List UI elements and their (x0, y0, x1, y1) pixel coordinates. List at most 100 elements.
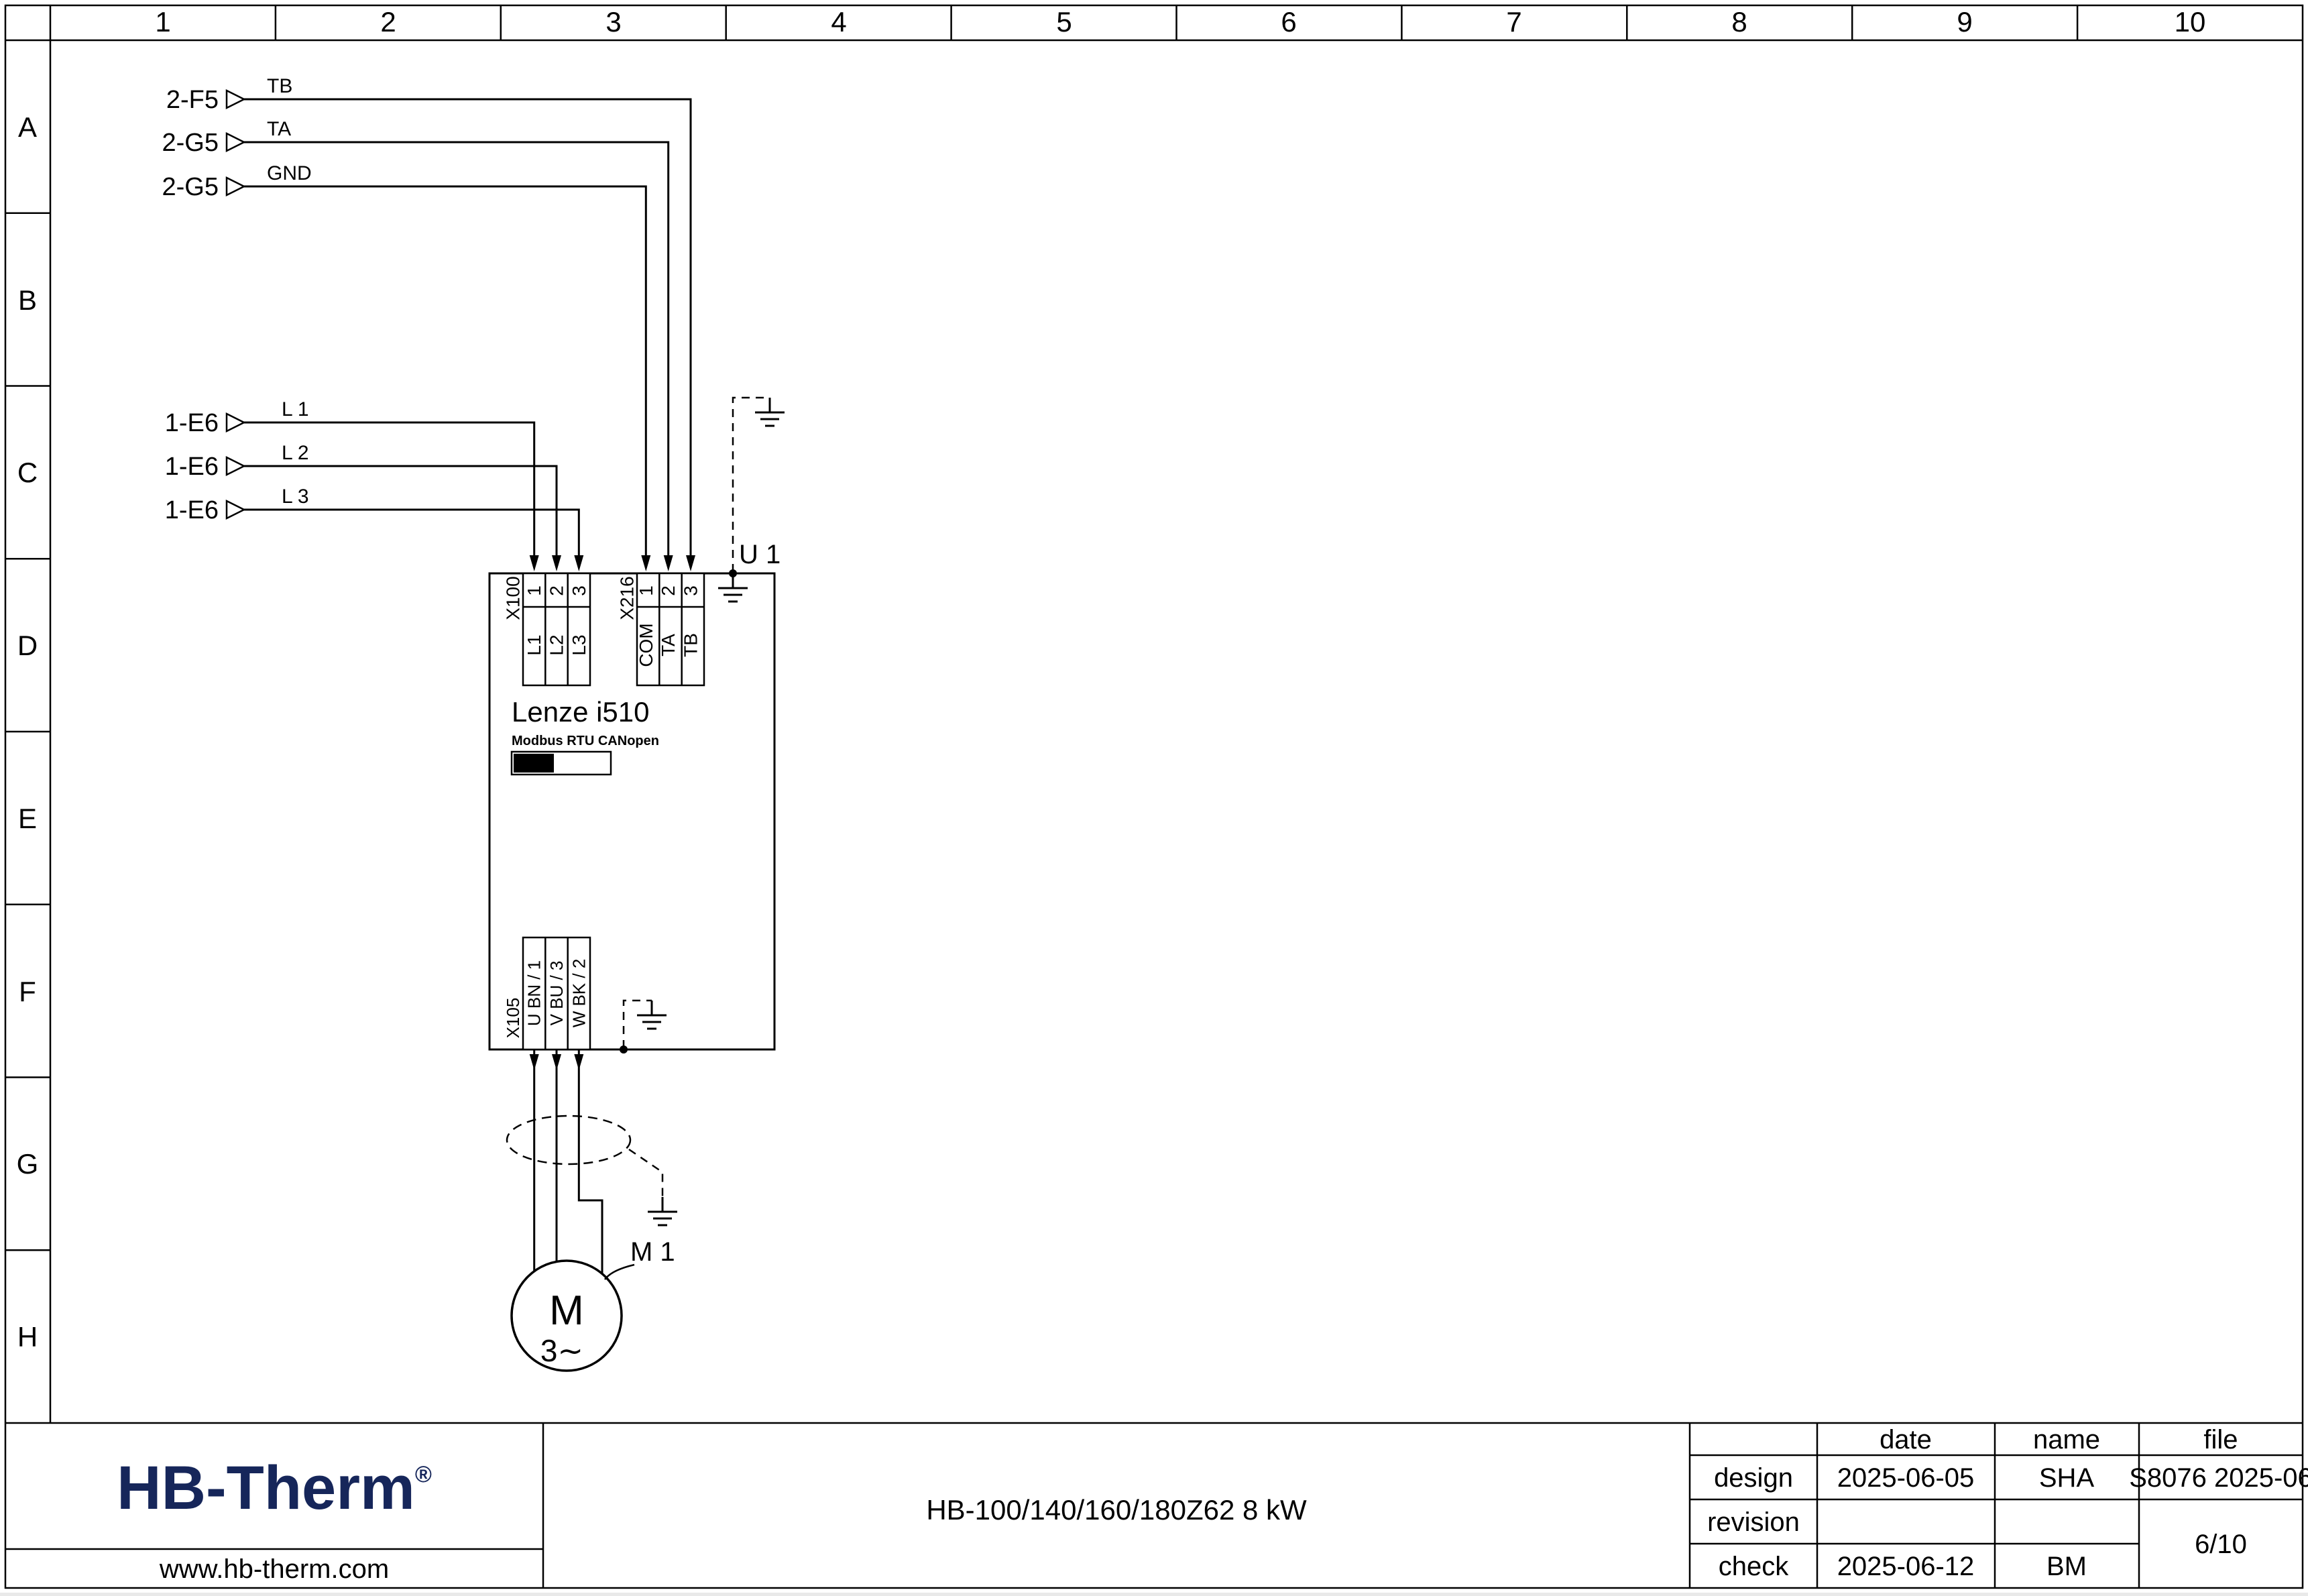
wire-arrowhead (574, 555, 584, 571)
terminal-pin: 2 (658, 585, 679, 596)
signal-name-label: L 1 (282, 398, 309, 420)
title-block: HB-Therm® www.hb-therm.com HB-100/140/16… (5, 1423, 2308, 1588)
signal-name-label: TA (267, 118, 291, 140)
design-file: S8076 2025-06 (2129, 1463, 2308, 1493)
terminal-label: COM (636, 623, 656, 667)
terminal-label: L3 (569, 634, 589, 655)
column-label: 4 (831, 6, 846, 38)
signal-input-l2: 1-E6 L 2 (165, 442, 561, 571)
wire-tb (244, 98, 692, 557)
motor-cable-arrowheads (529, 1054, 584, 1070)
company-logo: HB-Therm® (117, 1454, 432, 1522)
wire-gnd (244, 185, 647, 557)
table-header-date: date (1880, 1425, 1932, 1455)
signal-flag-icon (225, 455, 246, 477)
check-name: BM (2046, 1552, 2087, 1581)
motor-designator: M 1 (630, 1237, 675, 1267)
drawing-frame (4, 4, 2304, 1589)
terminal-pin: 3 (681, 585, 701, 596)
cable-shield (506, 1115, 679, 1227)
wire-l3 (244, 508, 580, 557)
row-ruler: A B C D E F G H (17, 111, 39, 1353)
drive-protocol-label: Modbus RTU CANopen (512, 734, 659, 748)
signal-input-gnd: 2-G5 GND (162, 162, 651, 571)
design-label: design (1714, 1463, 1793, 1493)
terminal-label: TA (658, 634, 679, 657)
wire-arrowhead (686, 555, 695, 571)
earth-ground-icon (646, 1196, 679, 1227)
terminal-block-x216: X216 1 2 3 COM TA TB (617, 572, 705, 687)
wire-arrowhead (552, 555, 561, 571)
row-label: E (18, 803, 37, 834)
terminal-label: TB (681, 633, 701, 657)
signal-flag-icon (225, 176, 246, 197)
wire-l1 (244, 421, 536, 557)
terminal-pin: 3 (569, 585, 589, 596)
wire-l2 (244, 465, 558, 557)
signal-name-label: GND (267, 162, 312, 184)
company-name: HB-Therm (117, 1454, 415, 1522)
terminal-name: X100 (503, 576, 524, 620)
wire-arrowhead (641, 555, 651, 571)
terminal-label: L1 (524, 634, 544, 655)
table-header-file: file (2203, 1425, 2238, 1455)
signal-flag-icon (225, 131, 246, 153)
signal-flag-icon (225, 89, 246, 110)
table-header-name: name (2033, 1425, 2100, 1455)
revision-label: revision (1707, 1507, 1800, 1537)
column-label: 5 (1056, 6, 1072, 38)
terminal-pin: 2 (546, 585, 567, 596)
wire-arrowhead (574, 1054, 584, 1070)
signal-inputs-top: 2-F5 TB 2-G5 TA 2-G5 GND (162, 75, 695, 571)
motor-cable (533, 1049, 603, 1274)
junction-dot (620, 1045, 628, 1053)
motor-letter: M (549, 1288, 584, 1334)
wire-arrowhead (663, 555, 673, 571)
row-label: D (17, 630, 38, 661)
shield-ground-top (717, 396, 786, 603)
wire-arrowhead (529, 1054, 539, 1070)
signal-inputs-power: 1-E6 L 1 1-E6 L 2 1-E6 L 3 (165, 398, 584, 571)
check-date: 2025-06-12 (1837, 1552, 1975, 1581)
row-label: C (17, 457, 38, 488)
design-date: 2025-06-05 (1837, 1463, 1975, 1493)
column-label: 9 (1957, 6, 1972, 38)
signal-flag-icon (225, 499, 246, 520)
shield-drain-wire (628, 1148, 664, 1197)
row-label: G (17, 1148, 39, 1180)
cable-shield-ellipse (506, 1115, 632, 1165)
terminal-block-x105: X105 U BN / 1 V BU / 3 W BK / 2 (503, 936, 591, 1051)
signal-ref-label: 2-G5 (162, 173, 219, 201)
registered-mark: ® (415, 1462, 432, 1487)
terminal-pin: 1 (636, 585, 656, 596)
drawing-title: HB-100/140/160/180Z62 8 kW (926, 1494, 1307, 1526)
wire-arrowhead (529, 555, 539, 571)
signal-ref-label: 1-E6 (165, 453, 219, 481)
terminal-label: V BU / 3 (546, 961, 567, 1026)
signal-name-label: L 3 (282, 486, 309, 508)
signal-input-l1: 1-E6 L 1 (165, 398, 539, 571)
column-label: 7 (1506, 6, 1521, 38)
column-label: 3 (605, 6, 621, 38)
page-number: 6/10 (2195, 1530, 2247, 1559)
drive-designator: U 1 (739, 540, 781, 569)
signal-name-label: L 2 (282, 442, 309, 464)
row-label: F (19, 976, 36, 1007)
terminal-label: L2 (546, 634, 567, 655)
drive-name: Lenze i510 (512, 696, 650, 728)
column-label: 8 (1731, 6, 1747, 38)
design-name: SHA (2039, 1463, 2095, 1493)
signal-flag-icon (225, 412, 246, 433)
terminal-name: X105 (503, 998, 523, 1039)
signal-name-label: TB (267, 75, 292, 97)
row-label: A (18, 111, 37, 143)
wire-ta (244, 141, 670, 557)
signal-ref-label: 1-E6 (165, 409, 219, 437)
column-label: 10 (2175, 6, 2206, 38)
column-label: 1 (155, 6, 170, 38)
earth-ground-icon (754, 396, 786, 427)
column-label: 2 (380, 6, 396, 38)
signal-ref-label: 2-G5 (162, 129, 219, 157)
